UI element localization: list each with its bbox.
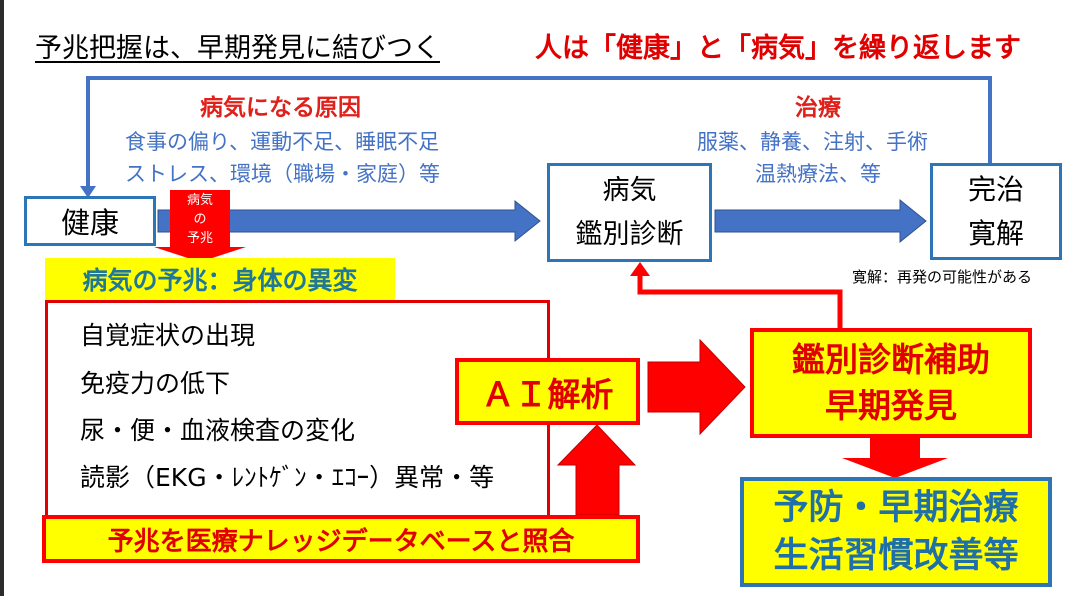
health-box: 健康 (24, 196, 156, 246)
causes-heading: 病気になる原因 (200, 95, 361, 121)
omen-tag-line: 予兆 (186, 231, 213, 246)
treatment-line: 温熱療法、等 (755, 162, 881, 186)
ai-to-support-arrow (647, 338, 746, 436)
prevention-box: 予防・早期治療 生活習慣改善等 (740, 477, 1052, 587)
slide-title: 予兆把握は、早期発見に結びつく (35, 33, 440, 64)
causes-line: ストレス、環境（職場・家庭）等 (125, 162, 440, 186)
treatment-line: 服薬、静養、注射、手術 (697, 130, 928, 154)
omen-label: 病気の予兆：身体の異変 (45, 258, 395, 300)
disease-label: 病気 (602, 174, 657, 206)
knowledge-to-ai-arrow (556, 424, 637, 516)
causes-line: 食事の偏り、運動不足、睡眠不足 (125, 130, 440, 154)
omen-tag-line: 病気 (186, 193, 213, 208)
support-to-diagnosis-arrowhead (630, 262, 650, 276)
cycle-loop-arrowhead (80, 186, 96, 198)
omen-item: 免疫力の低下 (80, 369, 231, 398)
diagnosis-support-box: 鑑別診断補助 早期発見 (750, 328, 1032, 438)
diagnosis-label: 鑑別診断 (575, 218, 684, 250)
early-detection-label: 早期発見 (825, 386, 957, 425)
remission-note: 寛解：再発の可能性がある (852, 268, 1033, 286)
ai-analysis-box: ＡＩ解析 (455, 358, 640, 425)
remission-label: 寛解 (967, 216, 1024, 250)
omen-item: 読影（EKG・ﾚﾝﾄｹﾞﾝ・ｴｺｰ）異常・等 (80, 463, 495, 492)
lifestyle-label: 生活習慣改善等 (773, 536, 1019, 576)
support-to-diagnosis-line (637, 272, 843, 330)
treatment-heading: 治療 (795, 95, 841, 121)
omen-item: 尿・便・血液検査の変化 (80, 416, 356, 445)
diagnosis-support-label: 鑑別診断補助 (792, 340, 990, 379)
disease-diagnosis-box: 病気 鑑別診断 (547, 163, 712, 262)
knowledge-db-label: 予兆を医療ナレッジデータベースと照合 (107, 526, 575, 557)
prevention-label: 予防・早期治療 (773, 488, 1019, 528)
ai-analysis-label: ＡＩ解析 (481, 374, 614, 414)
cure-label: 完治 (967, 172, 1024, 206)
omen-tag-shape (154, 190, 246, 262)
omen-tag-line: の (193, 212, 207, 227)
left-edge (0, 0, 4, 596)
slide-subtitle: 人は「健康」と「病気」を繰り返します (535, 33, 1021, 64)
support-to-prevention-arrow (842, 438, 948, 478)
knowledge-db-bar: 予兆を医療ナレッジデータベースと照合 (42, 515, 640, 563)
recovery-box: 完治 寛解 (930, 163, 1062, 260)
omen-tag: 病気 の 予兆 (170, 191, 230, 260)
cycle-loop-line (86, 76, 992, 188)
health-label: 健康 (60, 206, 119, 240)
omen-item: 自覚症状の出現 (80, 321, 256, 350)
disease-to-recovery-arrow (714, 198, 927, 244)
